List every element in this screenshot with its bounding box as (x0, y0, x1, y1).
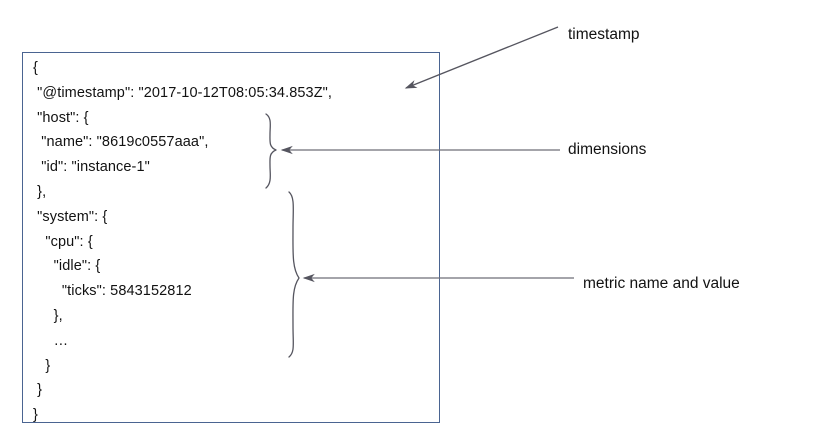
json-line-host-close: }, (33, 183, 47, 200)
json-line-cpu-open: "cpu": { (33, 233, 93, 250)
json-line: { (33, 60, 38, 76)
json-line-system-open: "system": { (33, 208, 108, 225)
json-line-timestamp: "@timestamp": "2017-10-12T08:05:34.853Z"… (33, 84, 333, 101)
annotation-label-metric: metric name and value (583, 275, 740, 292)
json-line-ellipsis: … (33, 332, 69, 349)
json-line-host-name: "name": "8619c0557aaa", (33, 134, 209, 151)
annotation-label-dimensions: dimensions (568, 141, 647, 158)
json-document-panel (22, 52, 440, 423)
annotation-label-timestamp: timestamp (568, 26, 640, 43)
json-line-system-close: } (33, 382, 43, 399)
json-line-ticks: "ticks": 5843152812 (33, 283, 192, 300)
json-line-root-close: } (33, 407, 38, 424)
json-line-host-open: "host": { (33, 109, 89, 126)
json-line-cpu-close: } (33, 357, 51, 374)
json-line-idle-close: }, (33, 307, 63, 324)
json-code-block: { "@timestamp": "2017-10-12T08:05:34.853… (33, 56, 433, 428)
json-line-host-id: "id": "instance-1" (33, 159, 150, 176)
json-line-idle-open: "idle": { (33, 258, 101, 275)
